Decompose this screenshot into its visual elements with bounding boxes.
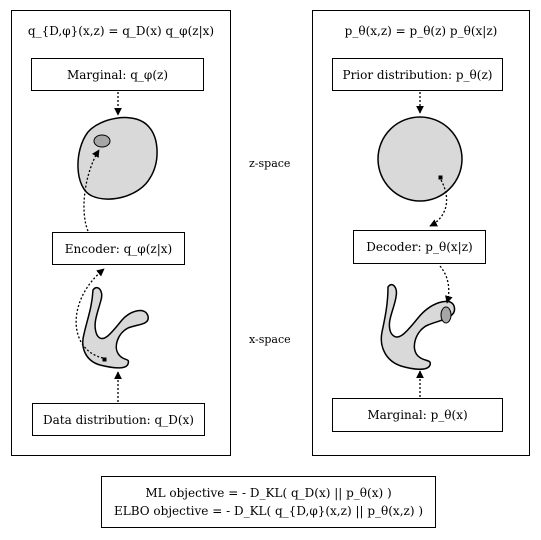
decoder-box: Decoder: p_θ(x|z) xyxy=(353,230,486,264)
prior-distribution-box: Prior distribution: p_θ(z) xyxy=(332,58,503,91)
ml-objective: ML objective = - D_KL( q_D(x) || p_θ(x) … xyxy=(145,486,392,500)
z-space-label: z-space xyxy=(249,157,291,170)
elbo-objective: ELBO objective = - D_KL( q_{D,φ}(x,z) ||… xyxy=(113,504,424,518)
right-model-highlight xyxy=(440,306,452,324)
right-model-manifold xyxy=(380,283,456,370)
objectives-box: ML objective = - D_KL( q_D(x) || p_θ(x) … xyxy=(101,476,436,528)
left-marginal-box: Marginal: q_φ(z) xyxy=(31,58,204,91)
left-latent-blob xyxy=(77,116,158,200)
right-marginal-box: Marginal: p_θ(x) xyxy=(332,398,503,432)
left-panel-title: q_{D,φ}(x,z) = q_D(x) q_φ(z|x) xyxy=(27,24,215,38)
prior-sample-point xyxy=(438,175,443,180)
data-distribution-box: Data distribution: q_D(x) xyxy=(32,403,205,436)
left-latent-highlight xyxy=(93,134,111,148)
point-to-encoder-arrow xyxy=(75,268,105,359)
encoder-box: Encoder: q_φ(z|x) xyxy=(52,232,185,265)
decoder-to-manifold-arrow xyxy=(439,265,453,304)
x-space-label: x-space xyxy=(249,333,291,346)
prior-circle xyxy=(377,116,463,202)
left-data-point xyxy=(102,357,107,362)
left-data-manifold xyxy=(82,286,149,369)
sample-to-decoder-arrow xyxy=(429,179,448,227)
right-panel-title: p_θ(x,z) = p_θ(z) p_θ(x|z) xyxy=(344,24,498,38)
